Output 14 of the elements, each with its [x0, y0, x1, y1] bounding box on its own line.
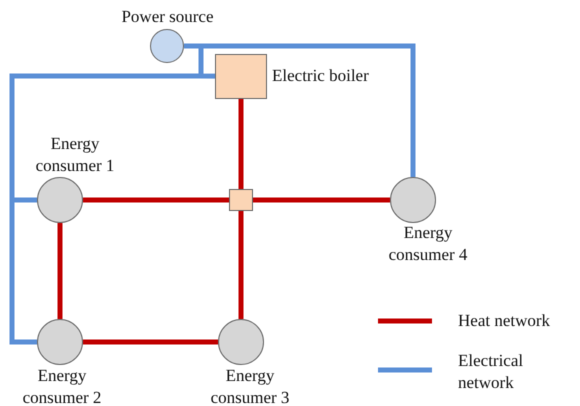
heat-line — [238, 99, 244, 189]
node-label: Energy consumer 4 — [388, 222, 468, 266]
node-label: Energy consumer 3 — [210, 365, 290, 406]
node-label: Electric boiler — [272, 65, 370, 87]
heat-line — [83, 340, 218, 344]
node-label: Energy consumer 1 — [34, 133, 116, 177]
heat-line — [83, 198, 229, 202]
legend-label: Heat network — [458, 310, 552, 332]
heat-line — [238, 211, 244, 319]
heat-line — [253, 198, 390, 202]
heat-line — [58, 223, 62, 319]
legend-label: Electrical network — [458, 350, 524, 394]
node-label: Energy consumer 2 — [22, 365, 102, 406]
node-label: Power source — [120, 6, 215, 28]
